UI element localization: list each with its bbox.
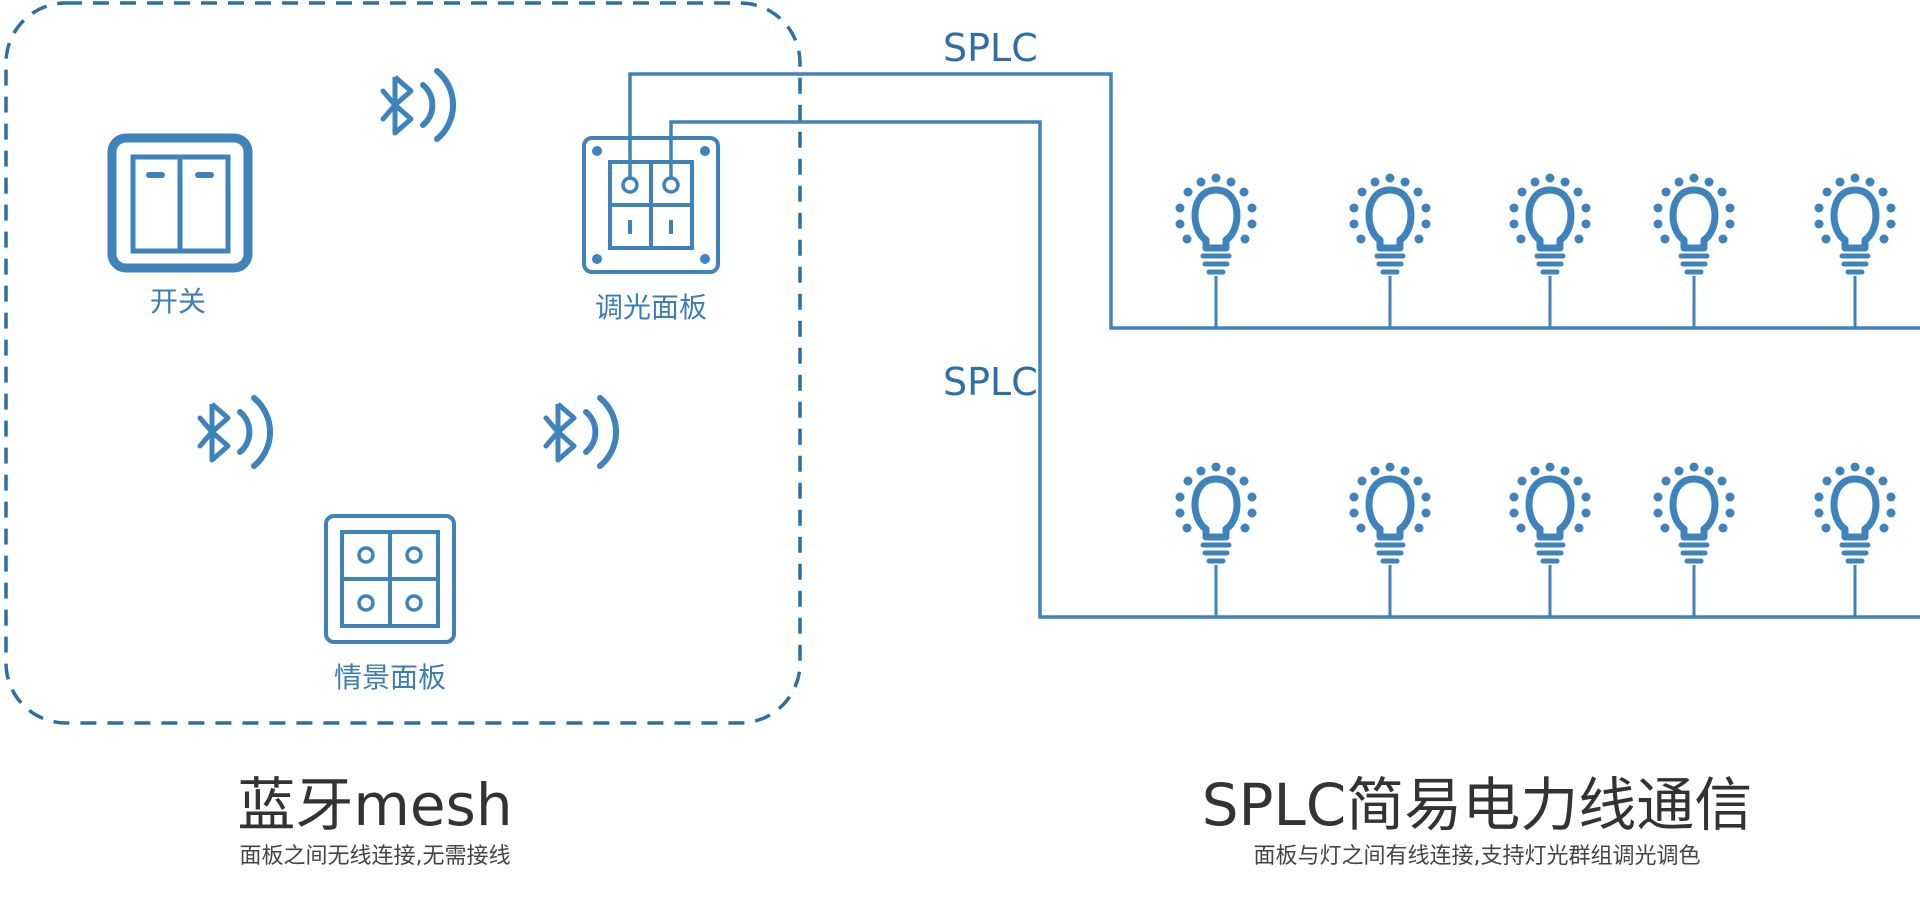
two-gang-switch-icon (107, 133, 253, 273)
light-bulb-icon (1815, 174, 1896, 329)
scene-panel-icon (324, 514, 456, 644)
splc-line-lower (669, 120, 1920, 619)
light-bulb-icon (1510, 174, 1591, 329)
light-bulb-icon (1350, 463, 1431, 618)
light-bulb-icon (1510, 463, 1591, 618)
mesh-boundary (4, 1, 802, 725)
bluetooth-signal-icon (200, 398, 270, 466)
bluetooth-signal-icon (546, 398, 616, 466)
splc-line-label-upper: SPLC (943, 26, 1038, 70)
dimmer-panel-icon (582, 136, 720, 274)
scene-panel-label: 情景面板 (333, 661, 447, 694)
dimmer-panel-label: 调光面板 (594, 291, 708, 324)
light-bulb-icon (1176, 174, 1257, 329)
light-bulb-icon (1176, 463, 1257, 618)
light-bulb-icon (1350, 174, 1431, 329)
splc-description: 面板与灯之间有线连接,支持灯光群组调光调色 (1253, 844, 1701, 869)
mesh-title: 蓝牙mesh (237, 771, 513, 839)
light-bulb-icon (1654, 174, 1735, 329)
switch-label: 开关 (149, 285, 207, 318)
mesh-description: 面板之间无线连接,无需接线 (239, 844, 511, 869)
splc-line-label-lower: SPLC (943, 360, 1038, 404)
splc-title: SPLC简易电力线通信 (1201, 771, 1753, 839)
light-bulb-icon (1815, 463, 1896, 618)
light-bulb-icon (1654, 463, 1735, 618)
bluetooth-signal-icon (383, 71, 453, 139)
splc-line-upper (628, 72, 1920, 330)
